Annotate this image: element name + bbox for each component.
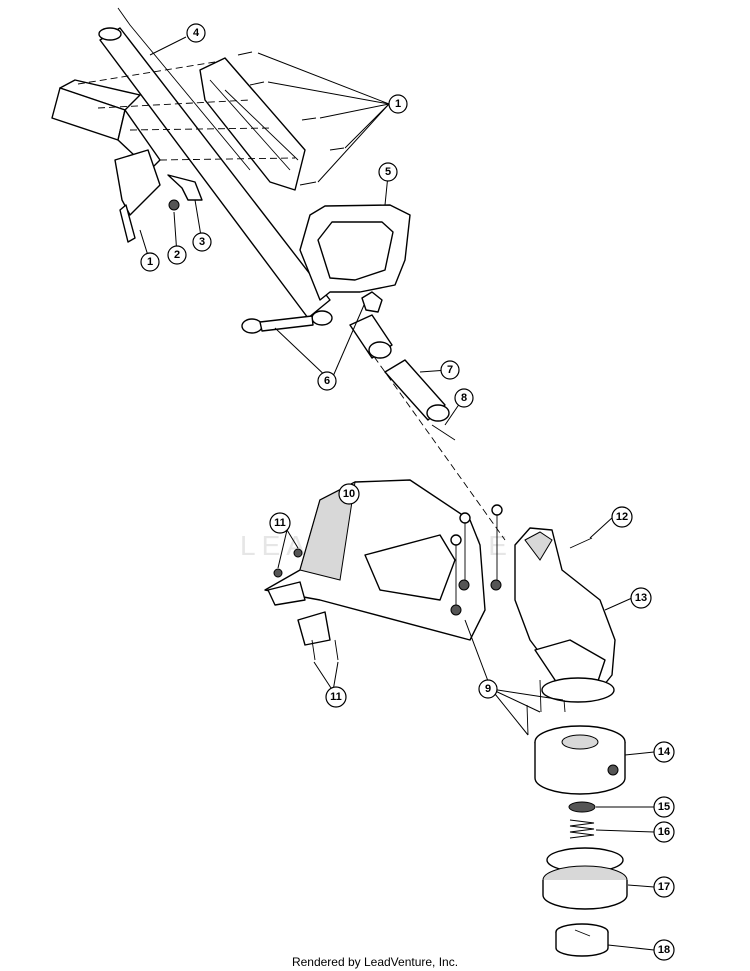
callout-18: 18 [653, 939, 675, 961]
svg-text:12: 12 [616, 511, 628, 523]
upper-housing [51, 79, 161, 243]
callout-1-upper: 1 [388, 94, 408, 114]
nut-and-trigger [167, 174, 203, 211]
svg-text:2: 2 [174, 249, 180, 261]
assist-handle [299, 204, 411, 326]
middle-shaft [349, 314, 393, 359]
callout-15: 15 [653, 796, 675, 818]
grass-guard [264, 479, 486, 646]
callout-13: 13 [630, 587, 652, 609]
callout-1-lower: 1 [140, 252, 160, 272]
dash-projection-lines [77, 61, 506, 541]
callout-2: 2 [167, 245, 187, 265]
coupler-sleeve [384, 359, 450, 422]
svg-text:15: 15 [658, 801, 670, 813]
line-spool [542, 847, 628, 910]
upper-shaft-tube [98, 27, 331, 319]
callout-3: 3 [192, 232, 212, 252]
callout-14: 14 [653, 741, 675, 763]
screws-top [237, 51, 345, 186]
drive-pin [431, 424, 456, 441]
handle-bolt [241, 315, 314, 334]
gear-head-housing [514, 527, 616, 703]
washer [568, 801, 596, 813]
callout-8: 8 [454, 388, 474, 408]
spring [569, 819, 595, 839]
svg-text:18: 18 [658, 944, 670, 956]
callout-12: 12 [611, 506, 633, 528]
callout-16: 16 [653, 821, 675, 843]
footer-credit: Rendered by LeadVenture, Inc. [291, 955, 459, 969]
callout-6: 6 [317, 371, 337, 391]
svg-text:10: 10 [343, 488, 355, 500]
guard-nuts [450, 504, 503, 616]
svg-text:14: 14 [658, 746, 671, 758]
gear-head-bolts [526, 679, 566, 736]
leader-lines [139, 36, 655, 951]
svg-text:5: 5 [385, 166, 391, 178]
svg-text:7: 7 [447, 364, 453, 376]
svg-text:11: 11 [330, 691, 342, 703]
svg-text:17: 17 [658, 881, 670, 893]
svg-text:8: 8 [461, 392, 467, 404]
svg-text:13: 13 [635, 592, 647, 604]
throttle-cable [117, 7, 251, 171]
guard-screws [273, 548, 339, 661]
callout-5: 5 [378, 162, 398, 182]
svg-text:4: 4 [193, 27, 200, 39]
callout-9: 9 [478, 679, 498, 699]
svg-text:11: 11 [274, 517, 286, 529]
callout-4: 4 [186, 23, 206, 43]
svg-text:16: 16 [658, 826, 670, 838]
callout-17: 17 [653, 876, 675, 898]
callout-7: 7 [440, 360, 460, 380]
wing-nut [361, 291, 383, 313]
callout-11-lower: 11 [325, 686, 347, 708]
callout-10: 10 [338, 483, 360, 505]
spool-housing [534, 725, 626, 795]
svg-text:6: 6 [324, 375, 330, 387]
bump-knob [555, 923, 609, 957]
gear-head-screw [569, 537, 593, 549]
throttle-housing-half [199, 57, 306, 191]
svg-text:3: 3 [199, 236, 205, 248]
svg-text:1: 1 [147, 256, 153, 268]
callout-11-upper: 11 [269, 512, 291, 534]
svg-text:9: 9 [485, 683, 491, 695]
svg-text:1: 1 [395, 98, 401, 110]
